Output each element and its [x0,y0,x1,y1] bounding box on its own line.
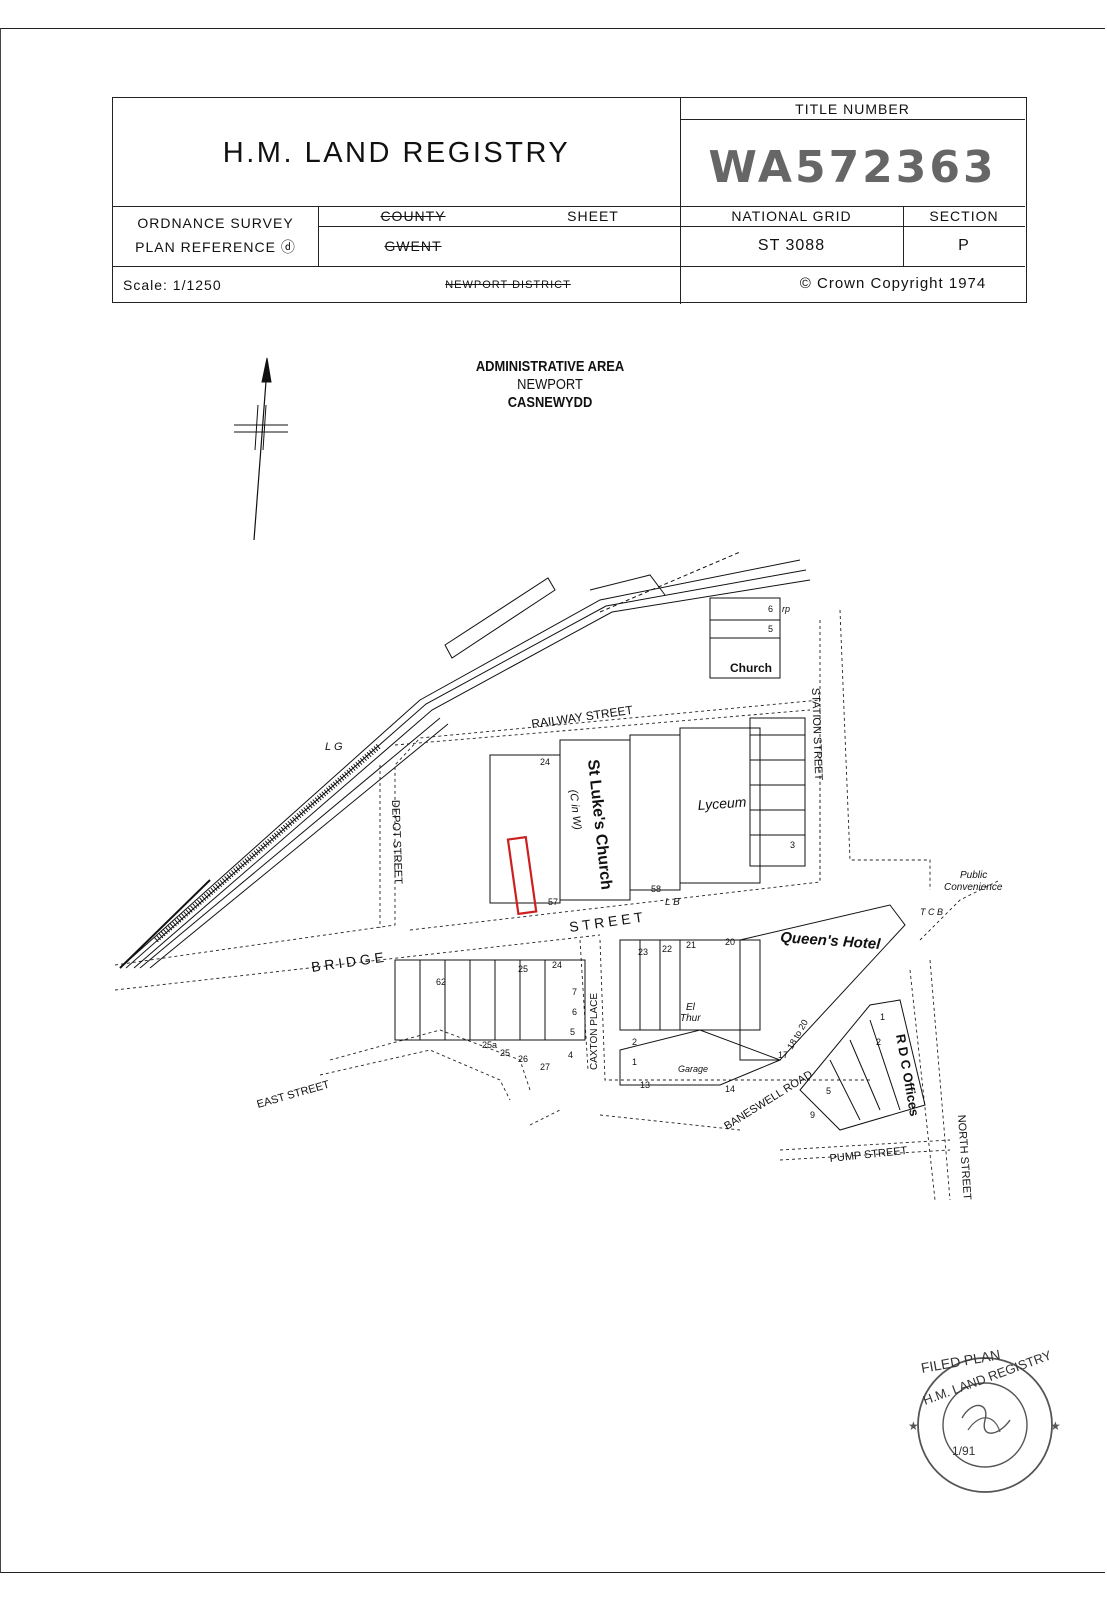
sheet-label: SHEET [567,208,619,224]
registry-title: H.M. LAND REGISTRY [222,136,571,169]
stamp-star-icon: ★ [1050,1419,1061,1433]
scale: Scale: 1/1250 [123,277,222,293]
house-number: 6 [768,604,773,614]
national-grid-value: ST 3088 [757,237,826,254]
label-tp: rp [782,604,790,614]
label-queens-hotel: Queen's Hotel [780,929,882,953]
house-number: 7 [572,987,577,997]
house-number: 14 [725,1084,735,1094]
title-header: H.M. LAND REGISTRY TITLE NUMBER WA572363… [112,97,1027,304]
section-label: SECTION [929,208,999,224]
road-edges [114,609,1001,1201]
house-number: 22 [662,944,672,954]
label-north-street: NORTH STREET [955,1114,973,1200]
house-number: 13 [640,1080,650,1090]
house-number: 25 [518,964,528,974]
label-pump-street: PUMP STREET [829,1145,908,1165]
house-number: 27 [540,1062,550,1072]
house-number: 24 [540,757,550,767]
house-number: 5 [570,1027,575,1037]
national-grid-label: NATIONAL GRID [731,208,852,224]
house-number: 2 [876,1037,881,1047]
house-number: 2 [632,1037,637,1047]
building-outlines [394,597,926,1131]
label-st-lukes-church: St Luke's Church [584,759,615,891]
title-boundary-highlight [506,835,538,916]
house-number: 25a [482,1040,497,1050]
label-lg: L G [325,741,343,753]
house-number: 25 [500,1048,510,1058]
house-number: 6 [572,1007,577,1017]
label-public-convenience-2: Convenience [944,882,1003,893]
house-number: 1 [880,1012,885,1022]
label-east-street: EAST STREET [256,1079,332,1111]
house-number: 24 [552,960,562,970]
label-el-thur: El [686,1002,696,1013]
county-label: COUNTY [380,208,446,224]
house-number: 58 [651,884,661,894]
label-st-lukes-sub: (C in W) [567,789,583,831]
house-number: 5 [826,1086,831,1096]
house-number: 3 [790,840,795,850]
house-number: 21 [686,940,696,950]
stamp-star-icon: ★ [908,1419,919,1433]
railway-lines [119,551,811,969]
title-number-label: TITLE NUMBER [795,100,910,117]
house-numbers: 24 57 58 3 5 6 62 25 24 7 6 5 4 25a 25 2… [436,604,885,1120]
house-number: 1 [632,1057,637,1067]
house-number: 17 [778,1050,788,1060]
label-depot-street: DEPOT STREET [389,800,404,885]
house-number: 18 to 20 [785,1018,810,1051]
admin-area-line1: ADMINISTRATIVE AREA [475,358,625,375]
label-bridge-street-left: B R I D G E [310,949,385,975]
admin-area-line2: NEWPORT [517,376,583,393]
label-bridge-street-right: S T R E E T [568,909,644,935]
os-plan-ref-line2: PLAN REFERENCE ⓓ [135,239,296,255]
label-church: Church [730,661,772,675]
label-tcb: T C B [920,907,943,917]
district: NEWPORT DISTRICT [445,279,571,291]
house-number: 23 [638,947,648,957]
label-lb: L B [665,897,680,908]
administrative-area: ADMINISTRATIVE AREA NEWPORT CASNEWYDD [430,358,670,412]
admin-area-line3: CASNEWYDD [507,394,593,411]
house-number: 5 [768,624,773,634]
house-number: 26 [518,1054,528,1064]
section-value: P [958,237,970,254]
copyright: © Crown Copyright 1974 [799,274,987,292]
title-number: WA572363 [708,141,997,193]
house-number: 9 [810,1110,815,1120]
filed-plan-stamp: FILED PLAN H.M. LAND REGISTRY 1/91 ★ ★ [908,1346,1061,1493]
house-number: 4 [568,1050,573,1060]
label-garage: Garage [678,1064,708,1074]
stamp-date: 1/91 [952,1444,976,1458]
label-railway-street: RAILWAY STREET [530,703,634,731]
label-station-street: STATION STREET [809,688,824,781]
label-caxton-place: CAXTON PLACE [589,993,600,1070]
house-number: 20 [725,937,735,947]
county-value: GWENT [384,238,442,254]
house-number: 57 [548,897,558,907]
page-frame [0,28,1105,1573]
label-el-thur2: Thur [680,1013,701,1024]
label-lyceum: Lyceum [697,794,747,813]
house-number: 62 [436,977,446,987]
label-public-convenience-1: Public [960,870,987,881]
north-arrow-icon [234,357,288,541]
os-plan-ref-line1: ORDNANCE SURVEY [137,215,294,231]
